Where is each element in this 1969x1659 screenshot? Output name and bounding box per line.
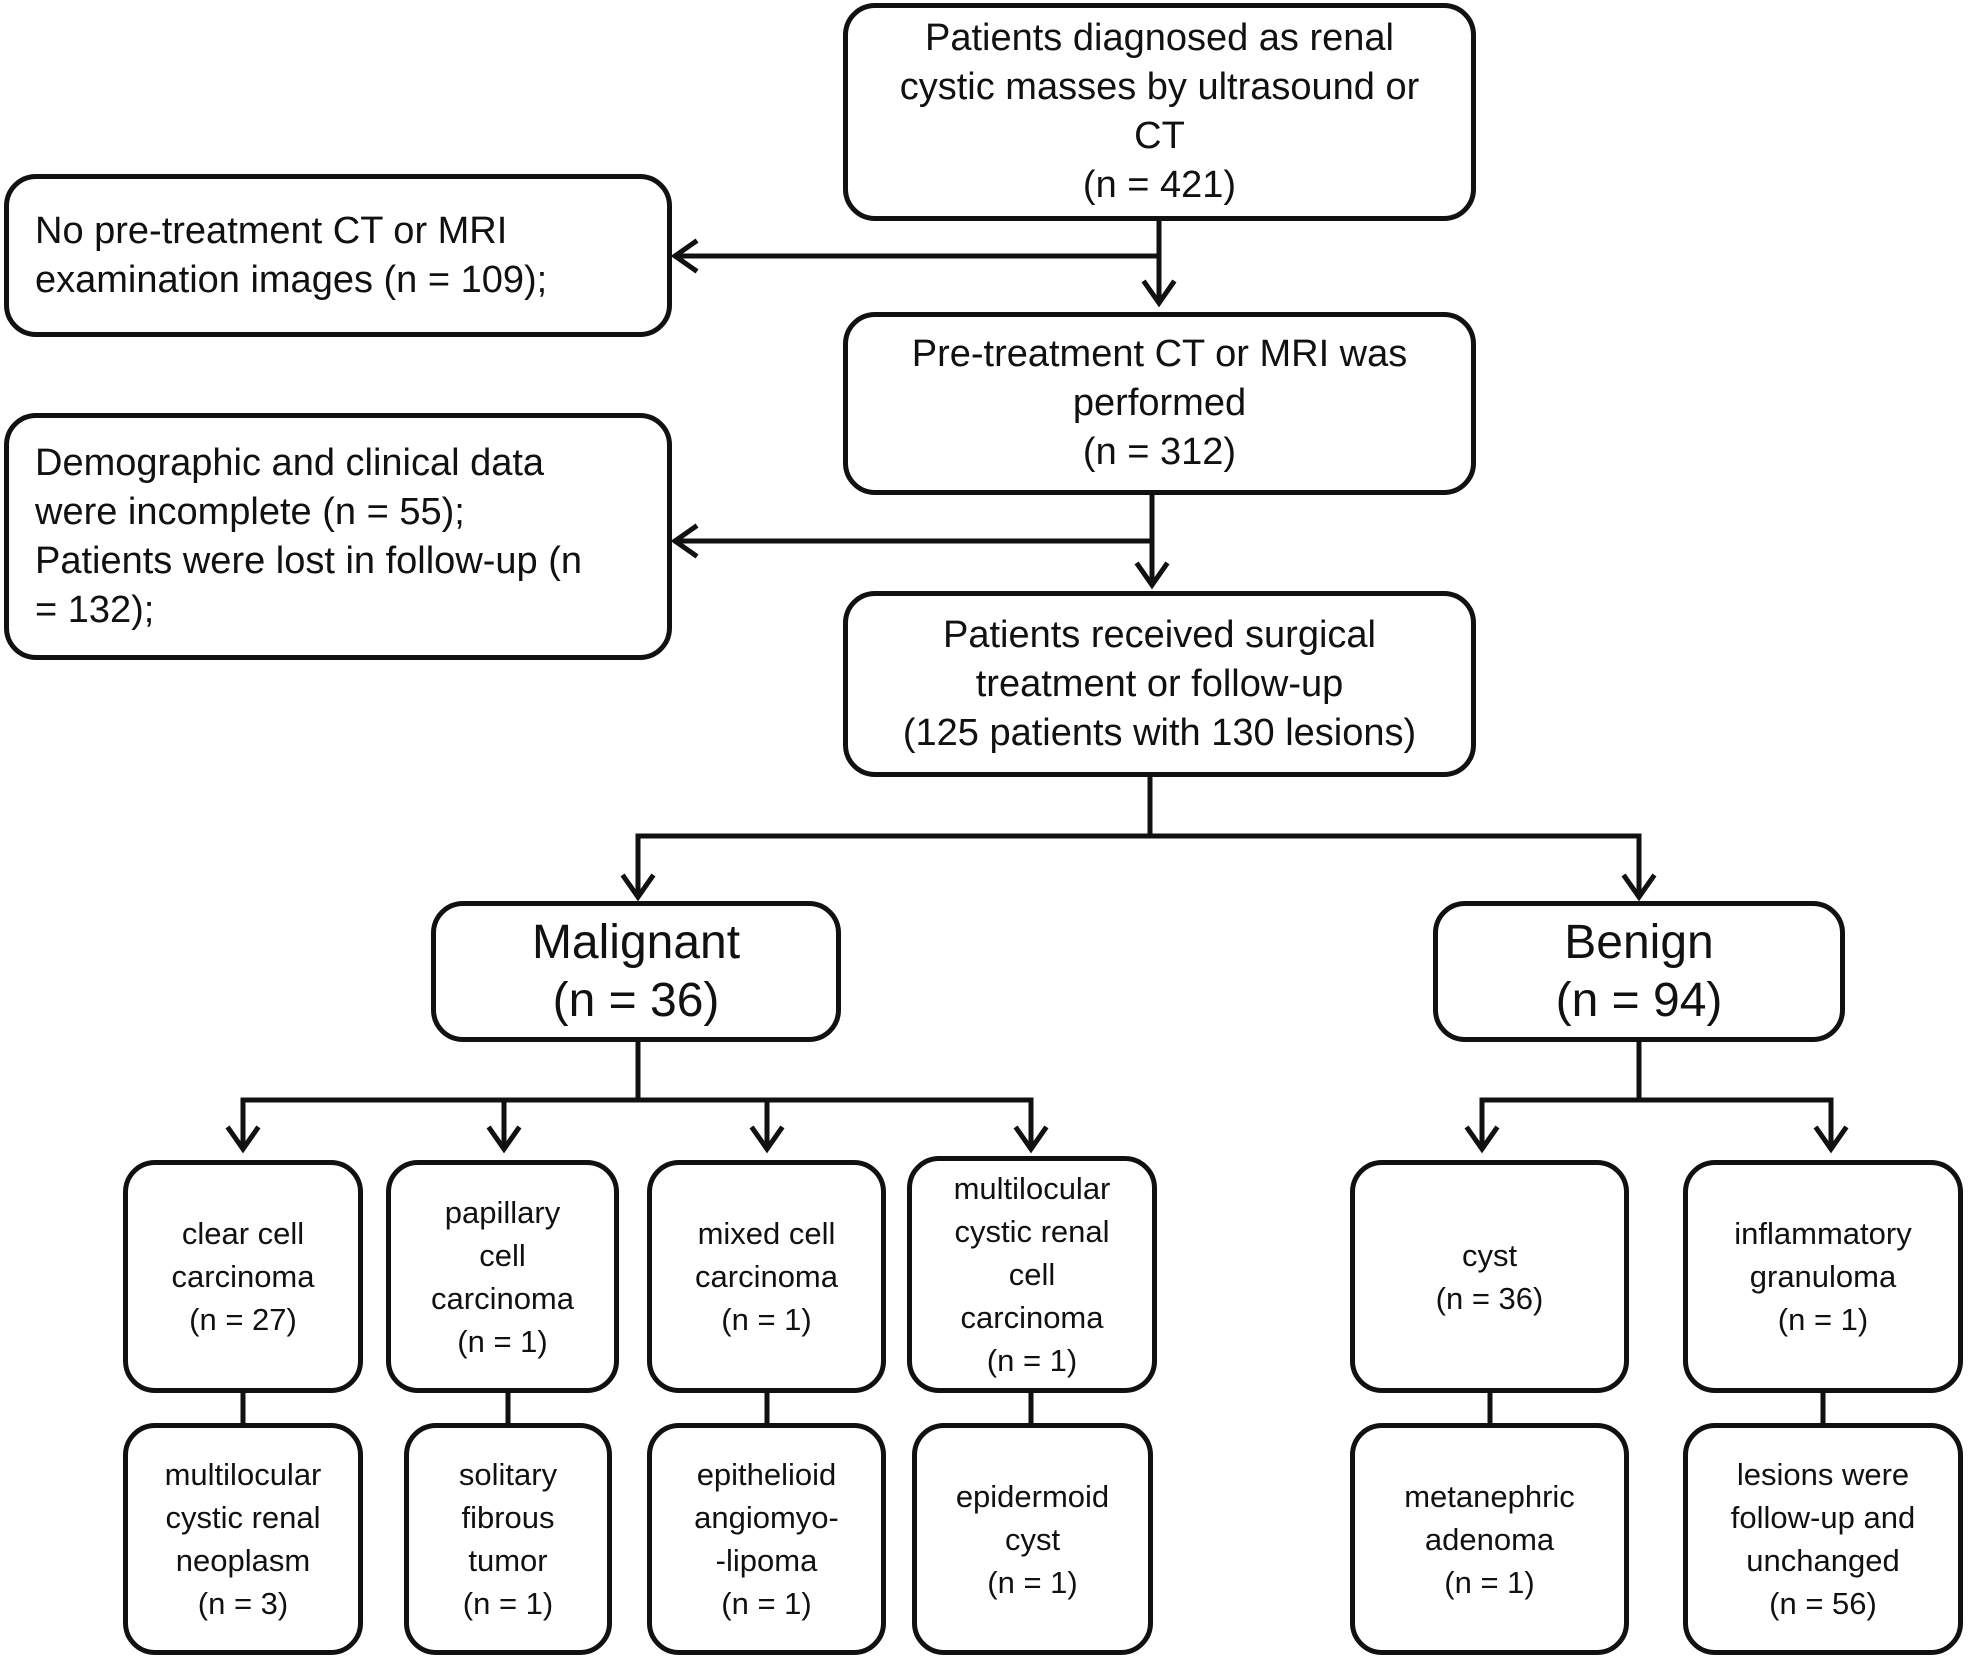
box-exclusion-no-imaging: No pre-treatment CT or MRI examination i…	[4, 174, 672, 337]
box-text-line: Patients received surgical	[943, 613, 1376, 656]
box-epidermoid-cyst: epidermoid cyst (n = 1)	[912, 1423, 1153, 1655]
box-text-line: (n = 3)	[197, 1586, 289, 1621]
box-text-line: cyst	[1004, 1521, 1061, 1557]
box-text-line: Pre-treatment CT or MRI was	[911, 333, 1408, 375]
box-text-line: clear cell	[181, 1216, 305, 1251]
box-text-line: granuloma	[1749, 1259, 1897, 1294]
box-text-line: unchanged	[1746, 1543, 1900, 1578]
box-text-line: cell	[1008, 1257, 1056, 1292]
arrowhead-mixed	[749, 1125, 785, 1154]
box-multilocular-cystic-rcc: multilocular cystic renal cell carcinoma…	[907, 1156, 1157, 1393]
box-initial-patients: Patients diagnosed as renal cystic masse…	[843, 3, 1476, 221]
arrowhead-mcrcc	[1013, 1125, 1049, 1154]
box-text-line: treatment or follow-up	[975, 662, 1344, 705]
box-text-line: (n = 1)	[457, 1323, 548, 1359]
box-text-line: epidermoid	[955, 1478, 1110, 1514]
box-text-line: -lipoma	[715, 1543, 818, 1578]
box-text-line: lesions were	[1736, 1457, 1910, 1492]
box-text-line: cystic renal	[954, 1214, 1110, 1249]
box-solitary-fibrous-tumor: solitary fibrous tumor (n = 1)	[404, 1423, 612, 1655]
box-text-line: cystic renal	[165, 1500, 321, 1535]
box-lesions-unchanged: lesions were follow-up and unchanged (n …	[1683, 1423, 1963, 1655]
box-text-line: Patients were lost in follow-up (n	[35, 539, 583, 582]
box-text-line: multilocular	[953, 1171, 1111, 1206]
box-text-line: papillary	[444, 1194, 561, 1230]
box-text-line: solitary	[458, 1457, 558, 1492]
box-exclusion-incomplete-data: Demographic and clinical data were incom…	[4, 413, 672, 660]
box-text-line: (n = 312)	[1082, 431, 1237, 473]
box-mixed-cell-carcinoma: mixed cell carcinoma (n = 1)	[647, 1160, 886, 1393]
box-text-line: No pre-treatment CT or MRI	[35, 209, 508, 252]
box-epithelioid-angiomyolipoma: epithelioid angiomyo- -lipoma (n = 1)	[647, 1423, 886, 1655]
box-text-line: Benign	[1564, 915, 1714, 969]
box-text-line: cystic masses by ultrasound or	[899, 66, 1420, 108]
box-text-line: Malignant	[531, 915, 741, 969]
box-text-line: (n = 36)	[1435, 1280, 1544, 1316]
box-text-line: Patients diagnosed as renal	[925, 17, 1394, 59]
box-text-line: (n = 94)	[1555, 973, 1723, 1027]
arrowhead-benign	[1621, 873, 1657, 902]
arrowhead-step2	[1141, 279, 1177, 308]
box-text-line: adenoma	[1424, 1521, 1555, 1557]
box-text-line: metanephric	[1404, 1478, 1575, 1514]
box-text-line: (n = 1)	[721, 1302, 812, 1337]
box-text-line: carcinoma	[960, 1300, 1104, 1335]
box-malignant: Malignant (n = 36)	[431, 901, 841, 1042]
box-multilocular-cystic-neoplasm: multilocular cystic renal neoplasm (n = …	[123, 1423, 363, 1655]
box-text-line: carcinoma	[171, 1259, 315, 1294]
box-pretreatment-imaging: Pre-treatment CT or MRI was performed (n…	[843, 312, 1476, 495]
box-text-line: (n = 36)	[552, 973, 720, 1027]
box-text-line: (n = 1)	[462, 1586, 554, 1621]
box-text-line: carcinoma	[431, 1280, 574, 1316]
box-cyst: cyst (n = 36)	[1350, 1160, 1629, 1393]
arrowhead-step3	[1134, 561, 1170, 590]
box-text-line: (n = 56)	[1769, 1586, 1877, 1621]
arrowhead-clear-cell	[225, 1125, 261, 1154]
box-text-line: (125 patients with 130 lesions)	[902, 711, 1417, 754]
box-text-line: carcinoma	[695, 1259, 838, 1294]
arrowhead-granuloma	[1813, 1125, 1849, 1154]
box-text-line: (n = 1)	[986, 1343, 1078, 1378]
arrowhead-cyst	[1464, 1125, 1500, 1154]
box-text-line: mixed cell	[697, 1216, 836, 1251]
box-text-line: (n = 1)	[721, 1586, 812, 1621]
box-text-line: = 132);	[35, 588, 155, 631]
box-text-line: (n = 1)	[1444, 1564, 1535, 1600]
arrowhead-exclusion1	[670, 238, 699, 274]
box-papillary-cell-carcinoma: papillary cell carcinoma (n = 1)	[386, 1160, 619, 1393]
box-text-line: cell	[479, 1237, 526, 1273]
box-text-line: (n = 27)	[189, 1302, 297, 1337]
box-text-line: Demographic and clinical data	[35, 441, 545, 484]
box-text-line: CT	[1134, 115, 1185, 157]
box-text-line: inflammatory	[1734, 1216, 1912, 1251]
box-text-line: fibrous	[461, 1500, 555, 1535]
box-text-line: were incomplete (n = 55);	[35, 490, 465, 533]
box-metanephric-adenoma: metanephric adenoma (n = 1)	[1350, 1423, 1629, 1655]
arrowhead-papillary	[486, 1125, 522, 1154]
box-text-line: follow-up and	[1730, 1500, 1916, 1535]
box-text-line: angiomyo-	[694, 1500, 839, 1535]
box-text-line: cyst	[1461, 1237, 1518, 1273]
box-text-line: epithelioid	[696, 1457, 837, 1492]
box-text-line: tumor	[468, 1543, 548, 1578]
box-text-line: performed	[1072, 382, 1247, 424]
box-surgical-or-followup: Patients received surgical treatment or …	[843, 591, 1476, 777]
box-text-line: (n = 1)	[1777, 1302, 1869, 1337]
box-text-line: neoplasm	[175, 1543, 311, 1578]
box-text-line: (n = 421)	[1082, 164, 1237, 206]
box-benign: Benign (n = 94)	[1433, 901, 1845, 1042]
box-text-line: multilocular	[164, 1457, 322, 1492]
box-inflammatory-granuloma: inflammatory granuloma (n = 1)	[1683, 1160, 1963, 1393]
box-clear-cell-carcinoma: clear cell carcinoma (n = 27)	[123, 1160, 363, 1393]
arrowhead-malignant	[620, 873, 656, 902]
box-text-line: examination images (n = 109);	[35, 258, 548, 301]
box-text-line: (n = 1)	[987, 1564, 1078, 1600]
arrowhead-exclusion2	[670, 523, 699, 559]
